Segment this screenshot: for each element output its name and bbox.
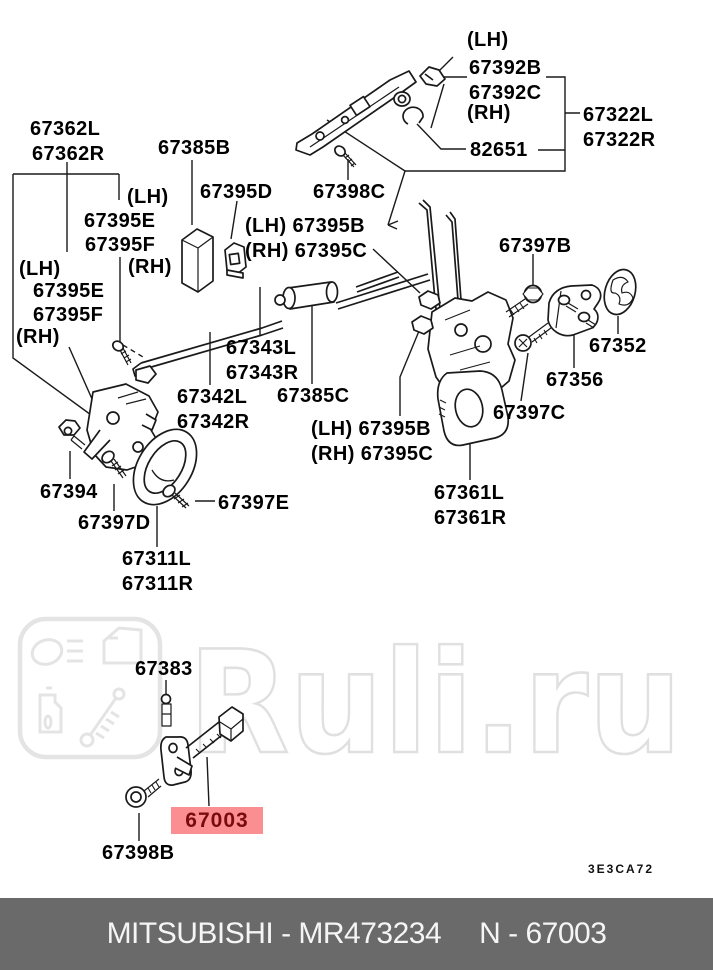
part-label: 67383 [135, 658, 193, 680]
part-label: 67397D [78, 512, 151, 534]
part-label: 67395F [33, 304, 104, 326]
part-label: 67385B [158, 137, 231, 159]
car-door-icon [102, 626, 143, 665]
screw-67395ef-drawing [111, 340, 157, 384]
part-label: 67394 [40, 481, 98, 503]
part-label: (LH) [19, 258, 61, 280]
screw-67397d-drawing [101, 450, 127, 479]
bracket-67395d-drawing [224, 242, 247, 279]
part-label: (LH) 67395B [311, 418, 431, 440]
clip-67392-drawing [419, 66, 446, 87]
part-label: 67397B [499, 235, 572, 257]
part-label: 67398B [102, 842, 175, 864]
part-label: 67322R [583, 129, 656, 151]
part-label: 67395E [84, 210, 156, 232]
cylinder-67385c-drawing [274, 281, 339, 310]
part-label: 67356 [546, 369, 604, 391]
oil-can-icon [38, 686, 63, 734]
diagram-canvas: Ruli.ru [12, 56, 683, 841]
part-label: 67392C [469, 82, 542, 104]
highlighted-part-label: 67003 [185, 808, 249, 832]
part-label: 67398C [313, 181, 386, 203]
part-label: (LH) [467, 29, 509, 51]
screw-67397b-drawing [505, 284, 544, 318]
part-label: (LH) [127, 186, 169, 208]
box-67385b-drawing [181, 228, 214, 293]
hook-82651-drawing [402, 106, 424, 125]
part-label: 67397E [218, 492, 290, 514]
part-label: 67395E [33, 280, 105, 302]
hinge-67356-drawing [547, 284, 602, 337]
outer-handle-drawing [295, 70, 417, 156]
plate-code: 3E3CA72 [588, 862, 655, 876]
part-label: 67361R [434, 507, 507, 529]
bolt-67398b-drawing [125, 778, 162, 808]
lock-body-drawing [427, 291, 516, 447]
part-label: 67343L [226, 337, 297, 359]
part-label: 67395D [200, 181, 273, 203]
part-label: (RH) 67395C [245, 240, 368, 262]
screw-67397e-drawing [162, 484, 190, 509]
footer-brand-part: MITSUBISHI - MR473234 [106, 917, 442, 950]
bolt-67394-drawing [58, 419, 86, 450]
part-label: (LH) 67395B [245, 215, 365, 237]
part-label: (RH) [16, 326, 60, 348]
part-label: 67385C [277, 385, 350, 407]
part-label: 67311R [122, 573, 194, 595]
door-check-67003-drawing [160, 706, 244, 786]
pin-67383-drawing [160, 693, 172, 727]
part-label: 67342R [177, 411, 250, 433]
headlight-icon [30, 638, 83, 666]
latch-assembly-drawing [83, 383, 161, 471]
rods-67343-drawing [132, 271, 431, 377]
part-label: 67362L [30, 118, 101, 140]
part-label: 67397C [493, 402, 566, 424]
clip-67395b-lower-drawing [411, 315, 434, 335]
part-label: (RH) 67395C [311, 443, 434, 465]
part-label: 67322L [583, 104, 654, 126]
part-label: 67361L [434, 482, 505, 504]
clip-67395b-upper-drawing [418, 290, 441, 310]
part-label: 67343R [226, 362, 299, 384]
part-label: 67395F [85, 234, 156, 256]
footer-bar: MITSUBISHI - MR473234 N - 67003 [0, 898, 713, 970]
part-label: (RH) [467, 102, 511, 124]
shock-absorber-icon [79, 687, 126, 748]
part-label: 67362R [32, 143, 105, 165]
part-label: (RH) [128, 256, 172, 278]
highlighted-part-67003[interactable]: 67003 [171, 807, 263, 834]
grommet-67352-drawing [603, 268, 637, 316]
part-label: 67342L [177, 386, 248, 408]
screw-67398c-drawing [334, 145, 357, 168]
screw-67397c-drawing [514, 322, 552, 352]
watermark-logo-card [17, 616, 163, 760]
part-label: 67352 [589, 335, 647, 357]
part-label: 67311L [122, 548, 192, 570]
diagram-line-art [58, 66, 637, 808]
footer-part-number: N - 67003 [479, 917, 607, 950]
inner-handle-bezel-drawing [132, 428, 198, 506]
part-label: 67392B [469, 57, 542, 79]
watermark-text: Ruli.ru [188, 621, 682, 786]
part-label: 82651 [470, 139, 528, 161]
